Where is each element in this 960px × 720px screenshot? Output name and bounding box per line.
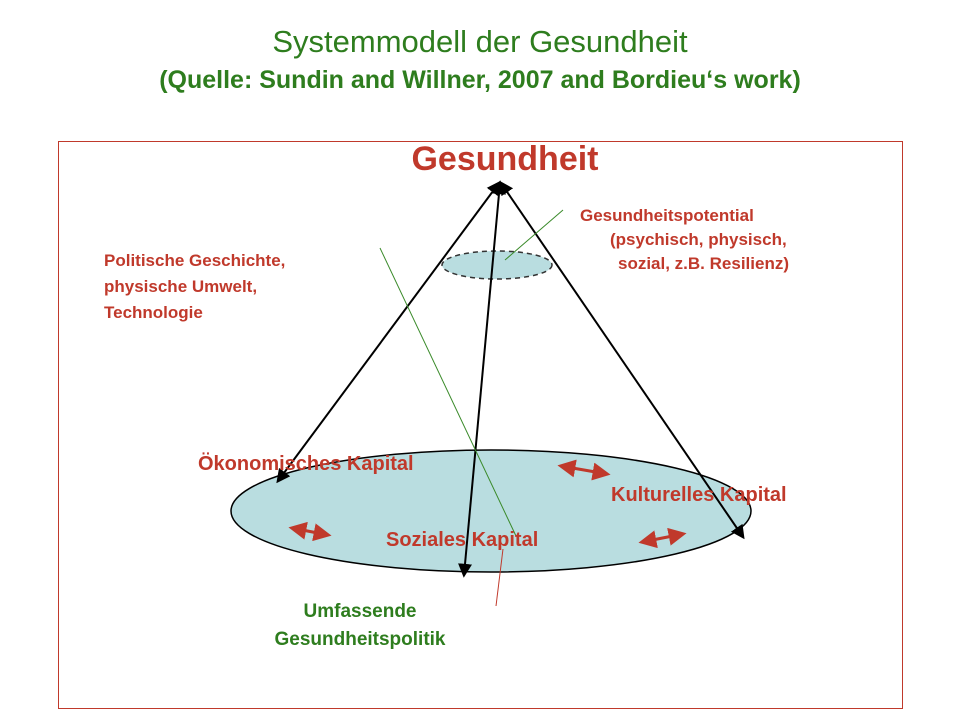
policy-line-1: Umfassende [303,601,417,622]
health-potential-line-2: (psychisch, physisch, [610,230,787,249]
health-apex-label: Gesundheit [411,140,599,178]
exchange-arrow-social-cultural [638,527,687,549]
exchange-arrow-economic-cultural [557,459,611,481]
context-line-3: Technologie [104,303,203,322]
exchange-arrow-economic-social [288,521,332,542]
health-potential-label: Gesundheitspotential (psychisch, physisc… [580,206,860,274]
health-policy-label: Umfassende Gesundheitspolitik [220,598,500,654]
health-potential-line-1: Gesundheitspotential [580,206,754,225]
policy-line-2: Gesundheitspolitik [274,629,446,650]
context-line-1: Politische Geschichte, [104,251,286,270]
pointer-line-context [379,247,517,537]
pointer-line-potential [504,209,564,261]
pointer-line-policy [495,548,504,607]
arrow-social-to-health [458,180,506,578]
arrow-cultural-to-health [499,180,745,540]
health-potential-line-3: sozial, z.B. Resilienz) [618,254,789,273]
social-capital-label: Soziales Kapital [386,529,539,551]
cultural-capital-label: Kulturelles Kapital [611,484,787,506]
context-line-2: physische Umwelt, [104,277,258,296]
diagram-frame [58,141,903,709]
economic-capital-label: Ökonomisches Kapital [198,453,414,475]
context-factors-label: Politische Geschichte, physische Umwelt,… [104,248,384,326]
arrow-economic-to-health [276,180,501,484]
health-potential-ellipse [441,250,553,280]
slide-title: Systemmodell der Gesundheit [272,24,688,59]
slide-subtitle: (Quelle: Sundin and Willner, 2007 and Bo… [159,66,801,94]
